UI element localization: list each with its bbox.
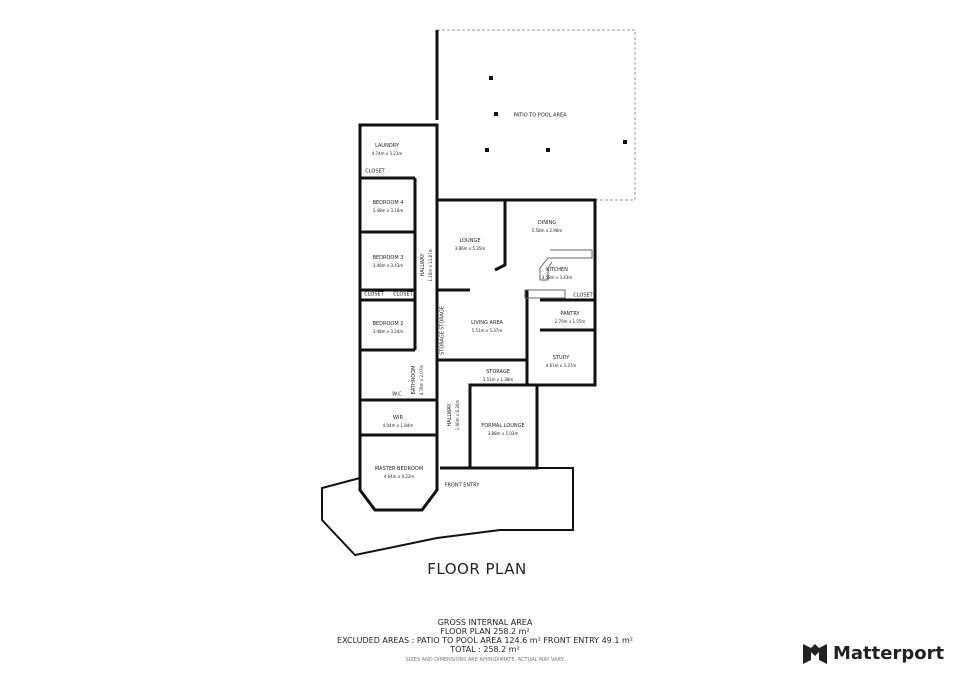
logo-text: Matterport [833, 642, 945, 664]
room-name: STORAGE [439, 331, 446, 355]
room-name: FORMAL LOUNGE [481, 423, 525, 429]
room-dim: 1.16m x 11.87m [428, 248, 433, 282]
room-name: DINING [537, 220, 557, 226]
room-name: HALLWAY [447, 403, 453, 427]
room-dim: 4.74m x 3.21m [371, 151, 403, 156]
excluded-areas: EXCLUDED AREAS : PATIO TO POOL AREA 124.… [337, 636, 633, 645]
front-entry-veranda [321, 467, 574, 557]
room-dim: 3.88m x 5.03m [487, 431, 519, 436]
room-wir: WIR 4.04m x 1.84m [383, 415, 414, 429]
room-dim: 4.61m x 3.37m [545, 363, 577, 368]
room-dim: 5.51m x 5.37m [471, 328, 503, 333]
floor-area: FLOOR PLAN 258.2 m² [440, 627, 530, 636]
room-name: LIVING AREA [471, 320, 503, 326]
room-name: HALLWAY [420, 253, 426, 277]
room-dim: 2.70m x 1.55m [554, 319, 586, 324]
total-area: TOTAL : 258.2 m² [450, 645, 520, 654]
room-dim: 1.90m x 6.30m [455, 399, 460, 431]
closet-label: CLOSET [393, 292, 412, 299]
room-dim: 4.78m x 2.07m [419, 364, 424, 396]
storage-small-label: STORAGE [440, 331, 447, 355]
matterport-logo-icon [803, 644, 827, 664]
room-dining: DINING 5.58m x 2.96m [532, 220, 563, 234]
room-kitchen: KITCHEN 3.58m x 3.43m [542, 267, 573, 281]
room-name: STORAGE [486, 369, 510, 375]
closet-label: CLOSET [573, 293, 592, 300]
room-name: CLOSET [364, 291, 384, 298]
room-name: BEDROOM 3 [372, 255, 404, 261]
room-storage: STORAGE 3.51m x 1.38m [483, 369, 514, 383]
room-dim: 3.48m x 3.16m [372, 208, 404, 213]
room-wc: W.C [392, 392, 401, 399]
plan-title: FLOOR PLAN [427, 560, 527, 578]
room-formal-lounge: FORMAL LOUNGE 3.88m x 5.03m [481, 423, 524, 437]
room-name: CLOSET [393, 291, 413, 298]
room-dim: 4.04m x 1.84m [382, 423, 414, 428]
room-dim: 3.86m x 5.35m [454, 246, 486, 251]
room-dim: 4.64m x 4.22m [383, 474, 415, 479]
patio-posts [485, 76, 627, 152]
room-dim: 3.58m x 3.43m [541, 275, 573, 280]
room-bedroom4: BEDROOM 4 3.48m x 3.16m [373, 200, 404, 214]
room-dim: 3.48m x 3.43m [372, 263, 404, 268]
room-name: STUDY [552, 355, 570, 361]
room-front-entry: FRONT ENTRY [445, 483, 480, 490]
disclaimer: SIZES AND DIMENSIONS ARE APPROXIMATE, AC… [405, 657, 565, 663]
closet-label: CLOSET [365, 169, 384, 176]
storage-small-label: STORAGE [440, 306, 447, 330]
room-name: LAUNDRY [375, 143, 399, 149]
room-name: PATIO TO POOL AREA [513, 112, 567, 119]
room-name: LOUNGE [459, 238, 481, 244]
room-patio: PATIO TO POOL AREA [513, 113, 566, 120]
room-lounge: LOUNGE 3.86m x 5.35m [455, 238, 486, 252]
room-name: BEDROOM 2 [372, 321, 404, 327]
room-name: MASTER BEDROOM [374, 466, 424, 472]
room-dim: 3.51m x 1.38m [482, 377, 514, 382]
room-dim: 3.48m x 3.24m [372, 329, 404, 334]
room-master-bedroom: MASTER BEDROOM 4.64m x 4.22m [375, 466, 423, 480]
room-name: CLOSET [365, 168, 385, 175]
room-name: BEDROOM 4 [372, 200, 404, 206]
walls [358, 30, 597, 512]
room-bedroom2: BEDROOM 2 3.48m x 3.24m [373, 321, 404, 335]
room-name: BATHROOM [411, 365, 417, 395]
closet-label: CLOSET [364, 292, 383, 299]
room-living: LIVING AREA 5.51m x 5.37m [471, 320, 503, 334]
room-pantry: PANTRY 2.70m x 1.55m [555, 311, 586, 325]
patio-outline [437, 29, 636, 201]
room-name: PANTRY [560, 311, 580, 317]
room-study: STUDY 4.61m x 3.37m [546, 355, 577, 369]
room-name: STORAGE [439, 306, 446, 330]
room-bedroom3: BEDROOM 3 3.48m x 3.43m [373, 255, 404, 269]
room-name: FRONT ENTRY [444, 482, 480, 489]
room-name: WIR [393, 415, 403, 421]
area-heading: GROSS INTERNAL AREA [437, 618, 533, 627]
matterport-logo: Matterport [803, 642, 944, 664]
room-name: KITCHEN [546, 267, 568, 273]
kitchen-bench [524, 249, 593, 299]
room-dim: 5.58m x 2.96m [531, 228, 563, 233]
room-name: W.C [392, 391, 402, 398]
room-name: CLOSET [573, 292, 593, 299]
area-summary: GROSS INTERNAL AREA FLOOR PLAN 258.2 m² … [290, 618, 680, 665]
room-laundry: LAUNDRY 4.74m x 3.21m [372, 143, 403, 157]
